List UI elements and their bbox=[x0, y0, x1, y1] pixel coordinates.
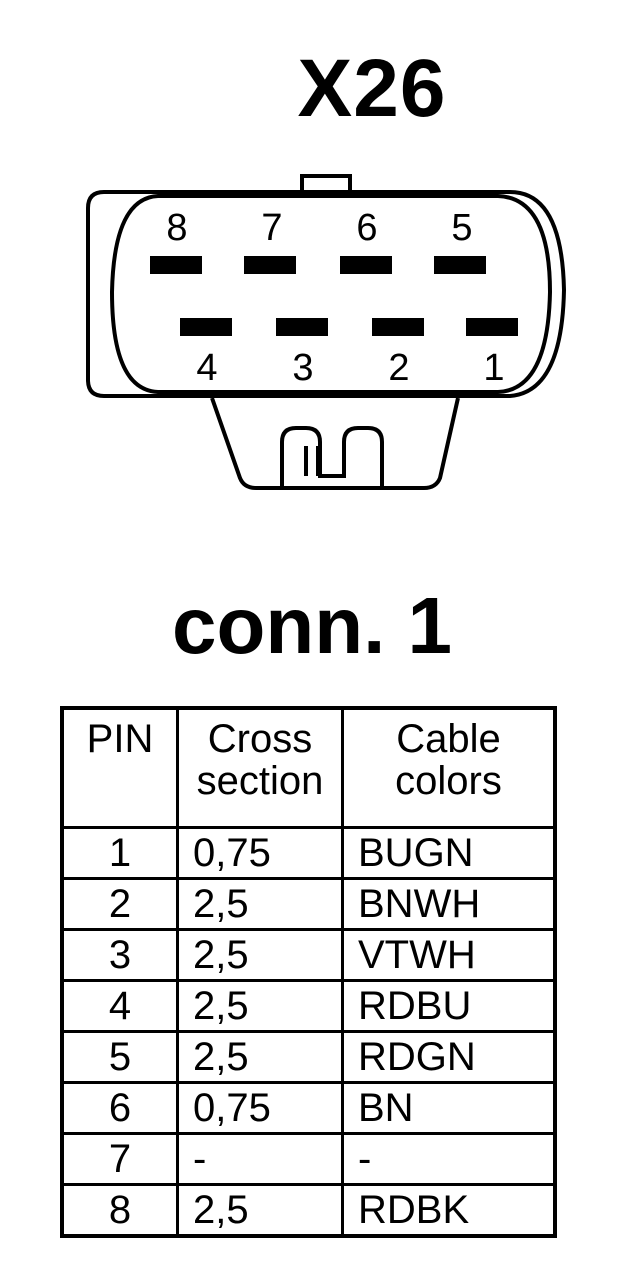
cross-section-cell: 2,5 bbox=[176, 928, 344, 982]
pin-label-8: 8 bbox=[166, 207, 187, 249]
table-row: 3 2,5 VTWH bbox=[60, 928, 557, 982]
pin-label-6: 6 bbox=[356, 207, 377, 249]
pin-5-contact bbox=[434, 256, 486, 274]
cable-color-cell: - bbox=[341, 1132, 557, 1186]
cross-section-cell: - bbox=[176, 1132, 344, 1186]
cross-section-cell: 2,5 bbox=[176, 1183, 344, 1238]
cross-section-cell: 2,5 bbox=[176, 1030, 344, 1084]
cross-section-cell: 0,75 bbox=[176, 826, 344, 880]
cable-color-cell: BN bbox=[341, 1081, 557, 1135]
pin-label-7: 7 bbox=[261, 207, 282, 249]
connector-id-title: X26 bbox=[297, 43, 447, 134]
connector-name-heading: conn. 1 bbox=[171, 581, 453, 670]
cable-color-cell: RDGN bbox=[341, 1030, 557, 1084]
cable-color-cell: BUGN bbox=[341, 826, 557, 880]
pin-cell: 4 bbox=[60, 979, 179, 1033]
table-row: 2 2,5 BNWH bbox=[60, 877, 557, 931]
pin-3-contact bbox=[276, 318, 328, 336]
pin-cell: 5 bbox=[60, 1030, 179, 1084]
table-row: 7 - - bbox=[60, 1132, 557, 1186]
cross-section-cell: 0,75 bbox=[176, 1081, 344, 1135]
pin-label-2: 2 bbox=[388, 347, 409, 389]
cable-color-cell: BNWH bbox=[341, 877, 557, 931]
pin-cell: 7 bbox=[60, 1132, 179, 1186]
connector-latch-spring bbox=[280, 426, 384, 488]
pin-cell: 6 bbox=[60, 1081, 179, 1135]
column-header-pin: PIN bbox=[60, 706, 179, 829]
connector-face-diagram: 8 7 6 5 4 3 2 1 bbox=[86, 174, 567, 490]
pin-2-contact bbox=[372, 318, 424, 336]
pin-label-4: 4 bbox=[196, 347, 217, 389]
connector-inner-face bbox=[109, 194, 553, 394]
cable-color-cell: VTWH bbox=[341, 928, 557, 982]
connector-bottom-latch bbox=[210, 397, 460, 490]
cross-section-cell: 2,5 bbox=[176, 979, 344, 1033]
pin-label-1: 1 bbox=[483, 347, 504, 389]
table-row: 1 0,75 BUGN bbox=[60, 826, 557, 880]
pin-cell: 3 bbox=[60, 928, 179, 982]
pin-8-contact bbox=[150, 256, 202, 274]
table-row: 4 2,5 RDBU bbox=[60, 979, 557, 1033]
cable-color-cell: RDBU bbox=[341, 979, 557, 1033]
pin-cell: 8 bbox=[60, 1183, 179, 1238]
pin-label-3: 3 bbox=[292, 347, 313, 389]
cable-color-cell: RDBK bbox=[341, 1183, 557, 1238]
column-header-cable-colors: Cable colors bbox=[341, 706, 557, 829]
table-header-row: PIN Cross section Cable colors bbox=[60, 706, 557, 829]
cross-section-cell: 2,5 bbox=[176, 877, 344, 931]
pin-assignment-table: PIN Cross section Cable colors 1 0,75 BU… bbox=[60, 706, 557, 1238]
pin-4-contact bbox=[180, 318, 232, 336]
pin-1-contact bbox=[466, 318, 518, 336]
pin-label-5: 5 bbox=[451, 207, 472, 249]
table-row: 8 2,5 RDBK bbox=[60, 1183, 557, 1238]
column-header-cross-section: Cross section bbox=[176, 706, 344, 829]
table-row: 5 2,5 RDGN bbox=[60, 1030, 557, 1084]
pin-cell: 2 bbox=[60, 877, 179, 931]
pin-cell: 1 bbox=[60, 826, 179, 880]
table-row: 6 0,75 BN bbox=[60, 1081, 557, 1135]
pin-6-contact bbox=[340, 256, 392, 274]
pin-7-contact bbox=[244, 256, 296, 274]
